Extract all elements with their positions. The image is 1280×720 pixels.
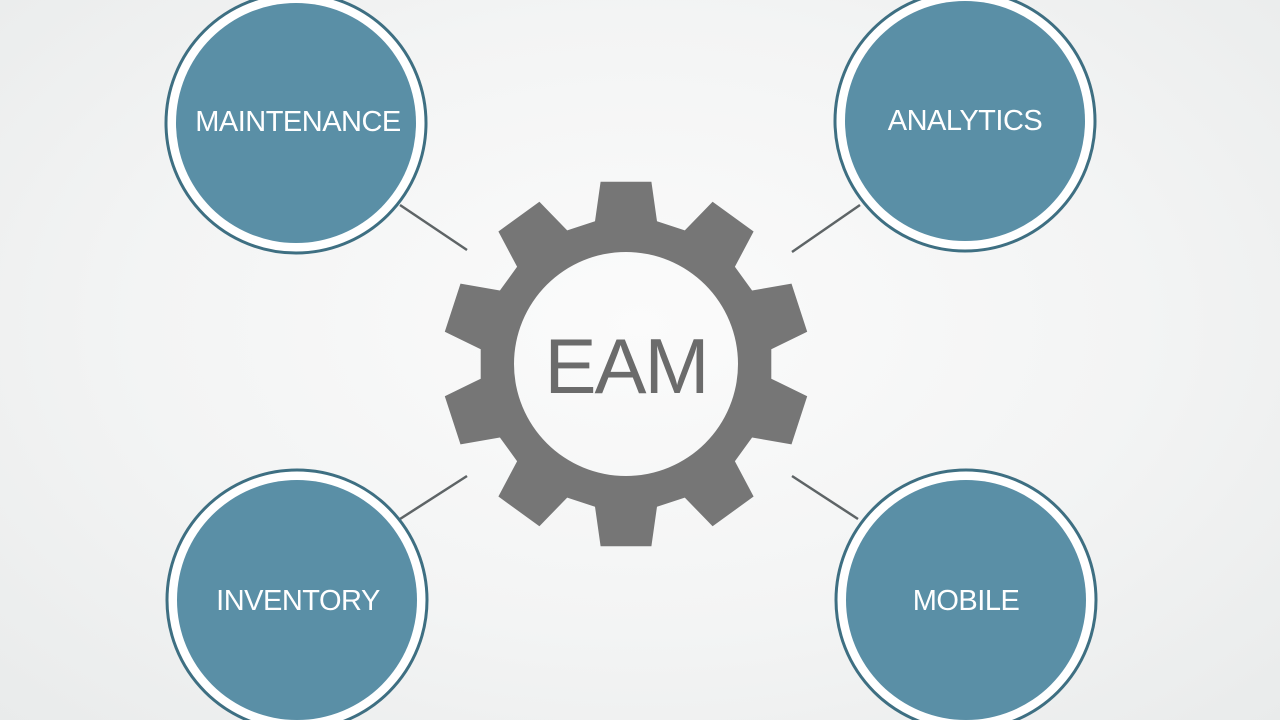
node-mobile: MOBILE bbox=[834, 468, 1098, 720]
connectors bbox=[399, 203, 861, 521]
node-circle bbox=[846, 480, 1086, 720]
connector-maintenance bbox=[399, 203, 468, 252]
connector-inventory bbox=[399, 474, 468, 521]
node-analytics: ANALYTICS bbox=[833, 0, 1097, 253]
gear-icon bbox=[444, 181, 808, 547]
hub-label: EAM bbox=[544, 322, 707, 410]
node-circle bbox=[177, 480, 417, 720]
hub: EAM bbox=[444, 181, 808, 547]
connector-analytics bbox=[791, 203, 861, 254]
node-label: ANALYTICS bbox=[888, 105, 1043, 137]
node-label: INVENTORY bbox=[216, 585, 380, 617]
node-circle bbox=[176, 3, 416, 243]
node-label: MAINTENANCE bbox=[195, 106, 401, 138]
node-label: MOBILE bbox=[913, 585, 1020, 617]
connector-mobile bbox=[791, 474, 859, 521]
node-circle bbox=[845, 1, 1085, 241]
node-inventory: INVENTORY bbox=[165, 468, 429, 720]
node-maintenance: MAINTENANCE bbox=[164, 0, 428, 255]
